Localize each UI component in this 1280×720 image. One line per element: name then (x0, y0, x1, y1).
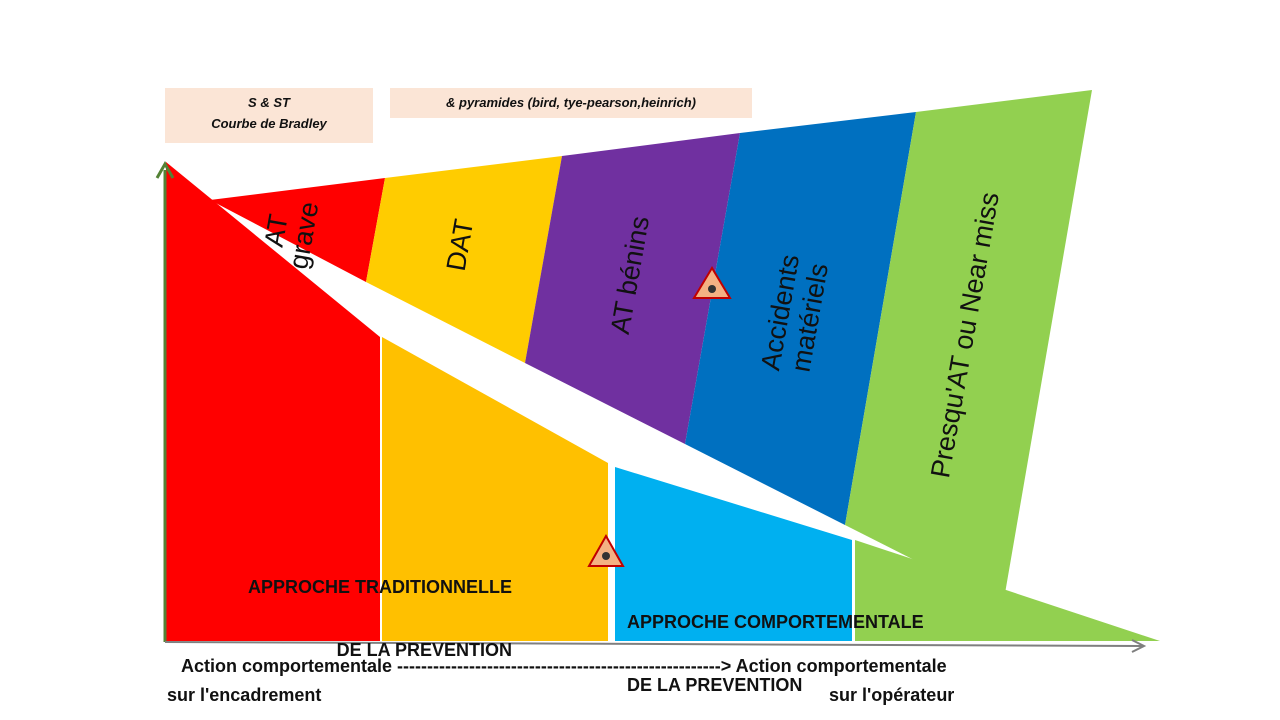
label: APPROCHE COMPORTEMENTALE (627, 612, 924, 632)
box-text: & pyramides (bird, tye-pearson,heinrich) (446, 95, 696, 110)
column-cyan (615, 467, 852, 641)
x-axis (164, 641, 1143, 647)
label: DE LA PREVENTION (336, 640, 513, 660)
x-axis-arrow (1131, 639, 1147, 653)
behavioral-approach-label: APPROCHE COMPORTEMENTALE DE LA PREVENTIO… (627, 570, 924, 717)
column-red (166, 162, 380, 641)
axis-caption-right-line2: sur l'opérateur (829, 685, 955, 705)
y-axis-arrow (155, 160, 175, 179)
traditional-approach-label: APPROCHE TRADITIONNELLE DE LA PREVENTION (248, 535, 512, 682)
box-line: S & ST (248, 95, 290, 110)
band-presqu-at (845, 90, 1092, 605)
band-at-benins (525, 133, 740, 444)
box-line: Courbe de Bradley (211, 116, 327, 131)
bradley-curve-box: S & ST Courbe de Bradley (165, 88, 373, 143)
band-at-grave (210, 178, 385, 282)
pyramids-box: & pyramides (bird, tye-pearson,heinrich) (390, 88, 752, 118)
warning-sign-icon (692, 266, 732, 299)
label: DE LA PREVENTION (627, 675, 803, 695)
band-accidents-materiels (685, 112, 916, 525)
axis-caption-left-line2: sur l'encadrement (167, 685, 322, 705)
label: APPROCHE TRADITIONNELLE (248, 577, 513, 597)
column-orange (382, 337, 608, 641)
warning-sign-icon (587, 533, 625, 567)
axis-caption-line1: Action comportementale -----------------… (181, 656, 947, 676)
band-dat (366, 156, 562, 363)
